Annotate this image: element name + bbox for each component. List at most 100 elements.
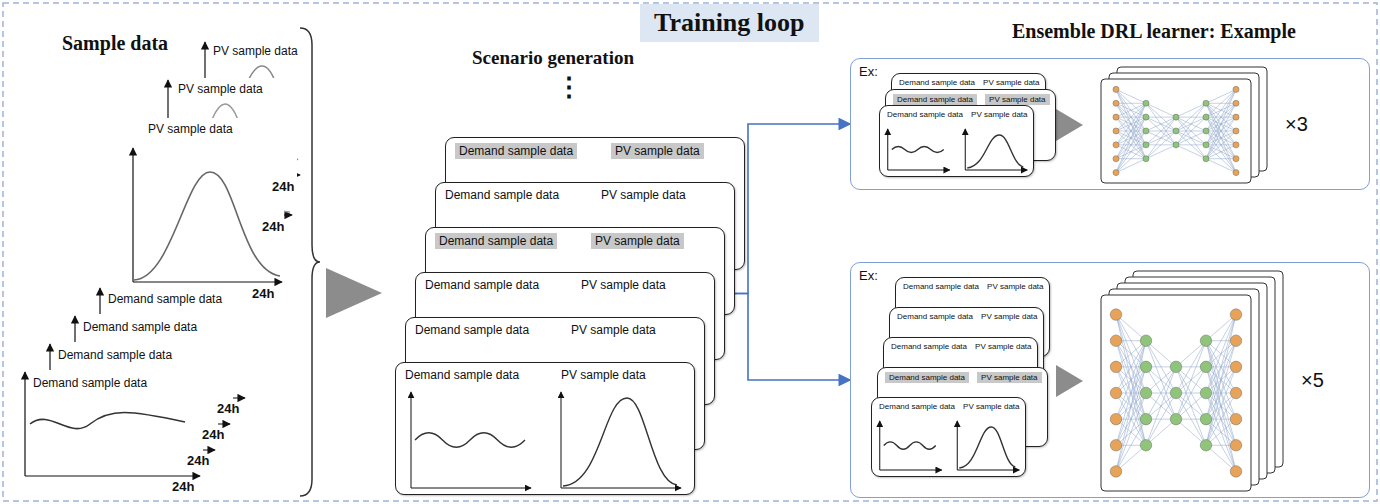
multiplier-label: ×5 (1301, 369, 1324, 392)
network-link (1206, 89, 1236, 144)
network-link (1116, 341, 1146, 367)
series-title: PV sample data (981, 312, 1037, 321)
series-title: Demand sample data (899, 78, 975, 87)
network-neuron (1140, 335, 1151, 346)
series-chart (880, 123, 1035, 174)
network-neuron (1203, 100, 1209, 106)
network-link (1116, 159, 1146, 173)
network-neuron (1230, 309, 1241, 320)
network-link (1116, 145, 1146, 173)
demand-curve (892, 146, 944, 152)
network-link (1206, 103, 1236, 158)
network-neuron (1110, 387, 1121, 398)
axis-label: 24h (272, 179, 294, 194)
network-neuron (1200, 387, 1211, 398)
series-title: PV sample data (561, 368, 646, 382)
series-title: PV sample data (571, 323, 656, 337)
series-title: Demand sample data (405, 368, 519, 382)
network-link (1206, 393, 1236, 471)
axis-label: 24h (217, 401, 239, 416)
y-axis (24, 372, 25, 476)
series-title: Demand sample data (885, 372, 969, 383)
network-link (1176, 367, 1206, 445)
y-axis (411, 392, 412, 488)
network-link (1206, 315, 1236, 341)
network-link (1116, 103, 1146, 131)
network-neuron (1230, 335, 1241, 346)
network-link (1116, 341, 1146, 419)
plot-label: PV sample data (213, 44, 298, 58)
x-axis (957, 470, 1019, 471)
title-box: Training loop (640, 4, 819, 42)
series-title: Demand sample data (903, 282, 979, 291)
y-axis (561, 392, 562, 488)
network-neuron (1203, 114, 1209, 120)
flow-triangle (1056, 109, 1083, 141)
plot-label: Demand sample data (33, 376, 147, 390)
curly-brace (300, 28, 320, 496)
network-neuron (1143, 156, 1149, 162)
flow-triangle (1056, 365, 1083, 397)
series-title: Demand sample data (879, 402, 955, 411)
network-neuron (1203, 142, 1209, 148)
series-title: PV sample data (963, 402, 1019, 411)
series-title: PV sample data (601, 188, 686, 202)
network-neuron (1170, 413, 1181, 424)
network-link (1116, 89, 1146, 117)
network-neuron (1170, 361, 1181, 372)
network-link (1116, 117, 1146, 172)
series-title: Demand sample data (897, 312, 973, 321)
network-neuron (1233, 156, 1239, 162)
plot-ground (132, 118, 284, 284)
network-neuron (1230, 440, 1241, 451)
scenario-card: Demand sample dataPV sample data (879, 105, 1034, 177)
network-link (1116, 103, 1146, 145)
example-tag: Ex: (859, 268, 878, 283)
network-link (1176, 103, 1206, 131)
network-neuron (1110, 466, 1121, 477)
plot-label: Demand sample data (83, 320, 197, 334)
x-axis (133, 281, 282, 282)
network-neuron (1143, 100, 1149, 106)
network-link (1206, 131, 1236, 159)
network-link (1206, 89, 1236, 158)
ellipsis-mark: ⋮ (556, 72, 582, 103)
network-link (1116, 315, 1146, 393)
network-link (1176, 419, 1206, 445)
series-title: PV sample data (987, 282, 1043, 291)
network-neuron (1173, 142, 1179, 148)
axis-label: 24h (172, 479, 194, 494)
demand-curve (884, 442, 936, 449)
pv-curve (563, 398, 677, 486)
network-link (1146, 103, 1176, 131)
series-title: PV sample data (611, 143, 704, 159)
network-neuron (1113, 156, 1119, 162)
x-axis (965, 170, 1027, 171)
network-link (1206, 315, 1236, 446)
network-neuron (1113, 170, 1119, 176)
network-link (1146, 117, 1176, 131)
network-link (1116, 89, 1146, 158)
network-link (1116, 341, 1146, 367)
network-link (1146, 131, 1176, 159)
series-chart (396, 386, 696, 492)
series-title: Demand sample data (891, 342, 967, 351)
network-link (1116, 341, 1146, 419)
network-link (1146, 117, 1176, 145)
network-link (1146, 367, 1176, 393)
network-neuron (1230, 387, 1241, 398)
network-neuron (1203, 128, 1209, 134)
network-link (1116, 103, 1146, 172)
network-neuron (1140, 387, 1151, 398)
network-link (1206, 117, 1236, 159)
axis-label: 24h (262, 219, 284, 234)
x-axis (888, 170, 950, 171)
x-axis (25, 475, 200, 476)
network-neuron (1233, 170, 1239, 176)
network-link (1146, 367, 1176, 393)
network-neuron (1113, 128, 1119, 134)
series-title: Demand sample data (425, 278, 539, 292)
network-link (1176, 393, 1206, 419)
network-neuron (1233, 86, 1239, 92)
pv-curve (134, 172, 280, 280)
